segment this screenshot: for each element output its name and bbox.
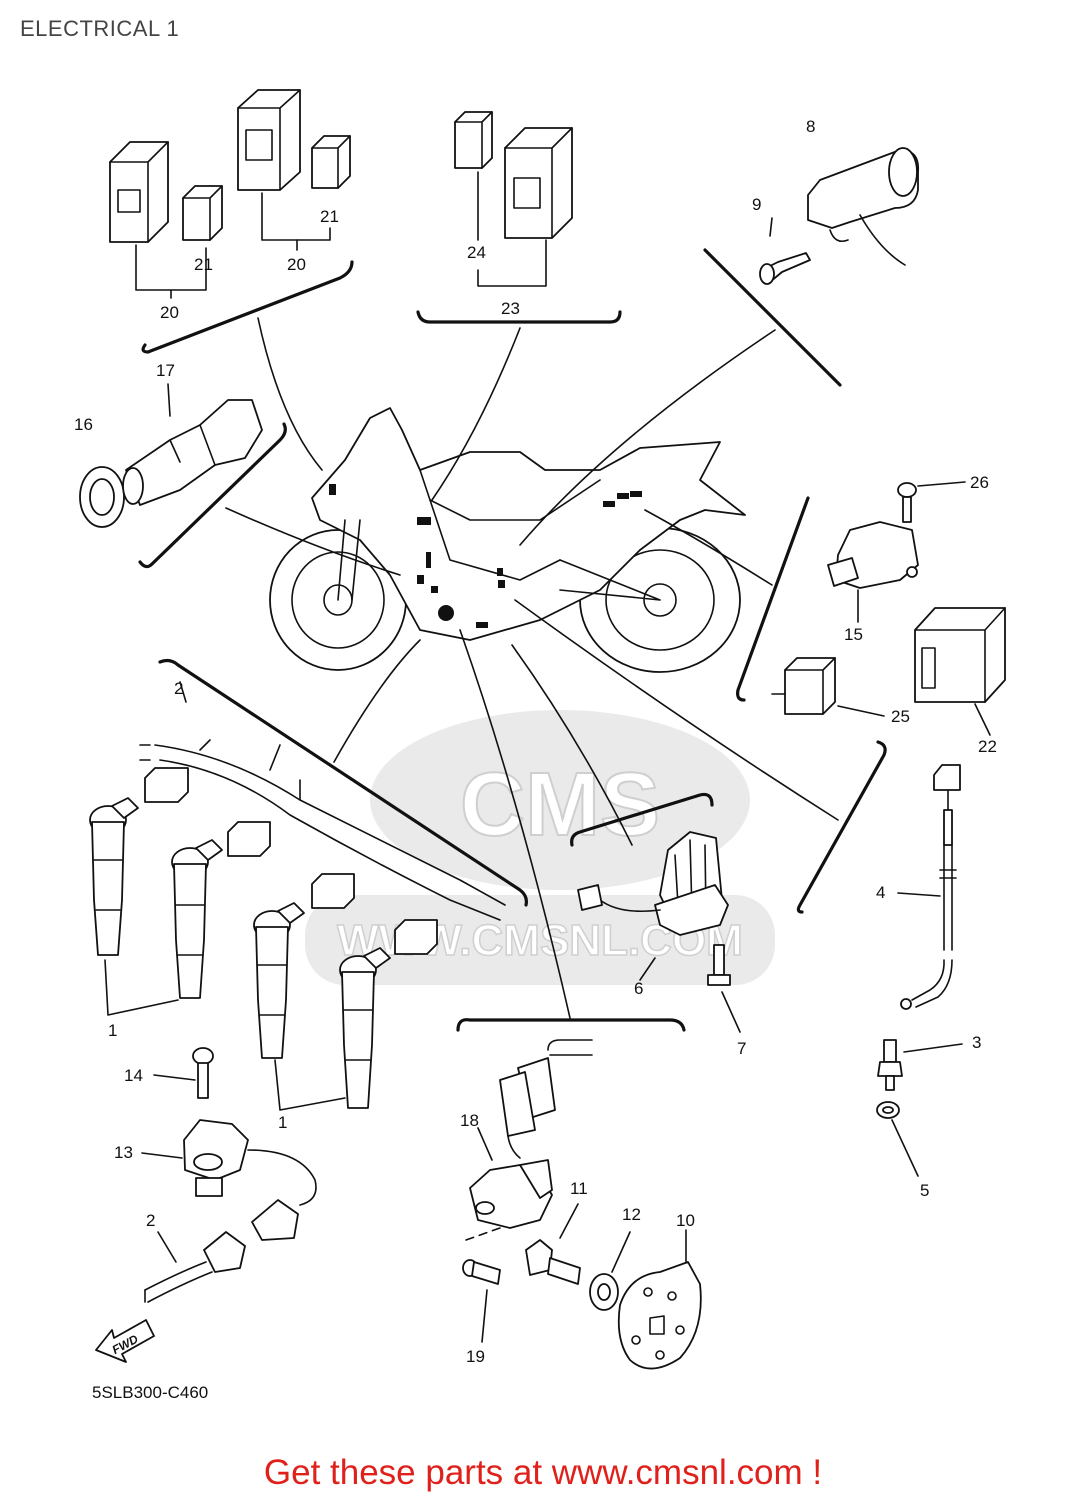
bolt-part-9 — [759, 252, 811, 285]
relay-assembly-23 — [454, 111, 573, 239]
drawing-code: 5SLB300-C460 — [92, 1383, 209, 1402]
location-marker — [426, 552, 431, 568]
callout-3: 3 — [972, 1033, 981, 1052]
callout-8: 8 — [806, 117, 815, 136]
sensor-part-17 — [122, 399, 263, 506]
bolt-part-11 — [525, 1239, 581, 1285]
washer-part-16 — [79, 466, 125, 528]
callout-18: 18 — [460, 1111, 479, 1130]
sensor-part-13 — [183, 1119, 317, 1206]
terminal-part-3 — [877, 1039, 903, 1091]
location-marker — [329, 484, 336, 495]
diagram-title: ELECTRICAL 1 — [20, 16, 180, 41]
callout-1: 1 — [278, 1113, 287, 1132]
callout-20: 20 — [160, 303, 179, 322]
pickup-part-18 — [469, 1039, 593, 1229]
callout-1: 1 — [108, 1021, 117, 1040]
callout-2: 2 — [174, 679, 183, 698]
rotor-part-10 — [617, 1261, 702, 1370]
callout-21: 21 — [194, 255, 213, 274]
location-marker — [617, 493, 629, 499]
callout-11: 11 — [570, 1179, 588, 1198]
callout-22: 22 — [978, 737, 997, 756]
location-marker — [431, 586, 438, 593]
bolt-part-19 — [462, 1259, 501, 1285]
bolt-part-7 — [707, 944, 731, 986]
ignition-coil-part-1b — [171, 839, 223, 999]
relay-part-25 — [771, 657, 836, 715]
fwd-arrow-icon: FWD — [95, 1319, 155, 1363]
callout-25: 25 — [891, 707, 910, 726]
callout-13: 13 — [114, 1143, 133, 1162]
callout-23: 23 — [501, 299, 520, 318]
cdi-unit-part-22 — [914, 607, 1006, 703]
callout-12: 12 — [622, 1205, 641, 1224]
callout-6: 6 — [634, 979, 643, 998]
callout-14: 14 — [124, 1066, 143, 1085]
location-marker — [417, 575, 424, 584]
bolt-part-14 — [192, 1047, 214, 1099]
relay-assembly-20-right — [237, 89, 351, 191]
footer-link-text[interactable]: Get these parts at www.cmsnl.com ! — [263, 1453, 823, 1492]
callout-19: 19 — [466, 1347, 485, 1366]
location-marker — [603, 501, 615, 507]
sensor-part-15 — [827, 521, 919, 589]
callout-20: 20 — [287, 255, 306, 274]
washer-part-12 — [589, 1273, 619, 1311]
wire-harness-part-2 — [139, 739, 506, 955]
location-marker — [476, 622, 488, 628]
callout-16: 16 — [74, 415, 93, 434]
callout-2: 2 — [146, 1211, 155, 1230]
location-marker — [417, 517, 431, 525]
callout-7: 7 — [737, 1039, 746, 1058]
watermark-logo-text: CMS — [460, 755, 660, 855]
watermark-logo-shape — [370, 710, 750, 890]
callout-15: 15 — [844, 625, 863, 644]
callout-4: 4 — [876, 883, 885, 902]
location-marker — [438, 605, 454, 621]
location-marker — [630, 491, 642, 497]
callout-17: 17 — [156, 361, 175, 380]
screw-part-26 — [897, 482, 917, 523]
callout-5: 5 — [920, 1181, 929, 1200]
callout-9: 9 — [752, 195, 761, 214]
callout-24: 24 — [467, 243, 486, 262]
sensor-part-6 — [577, 831, 729, 936]
callout-26: 26 — [970, 473, 989, 492]
ignition-coil-part-1d — [339, 947, 391, 1109]
relay-assembly-20-left — [109, 141, 223, 243]
harness-connector-part-2 — [144, 1199, 299, 1303]
washer-part-5 — [876, 1101, 900, 1119]
motorcycle-outline — [269, 407, 746, 673]
callout-10: 10 — [676, 1211, 695, 1230]
ignition-coil-part-1a — [89, 797, 139, 956]
lead-wire-part-4 — [900, 764, 961, 1010]
callout-21: 21 — [320, 207, 339, 226]
ignition-coil-part-1c — [253, 902, 305, 1059]
location-marker — [497, 568, 503, 576]
sensor-part-8 — [807, 147, 920, 266]
location-marker — [498, 580, 505, 588]
